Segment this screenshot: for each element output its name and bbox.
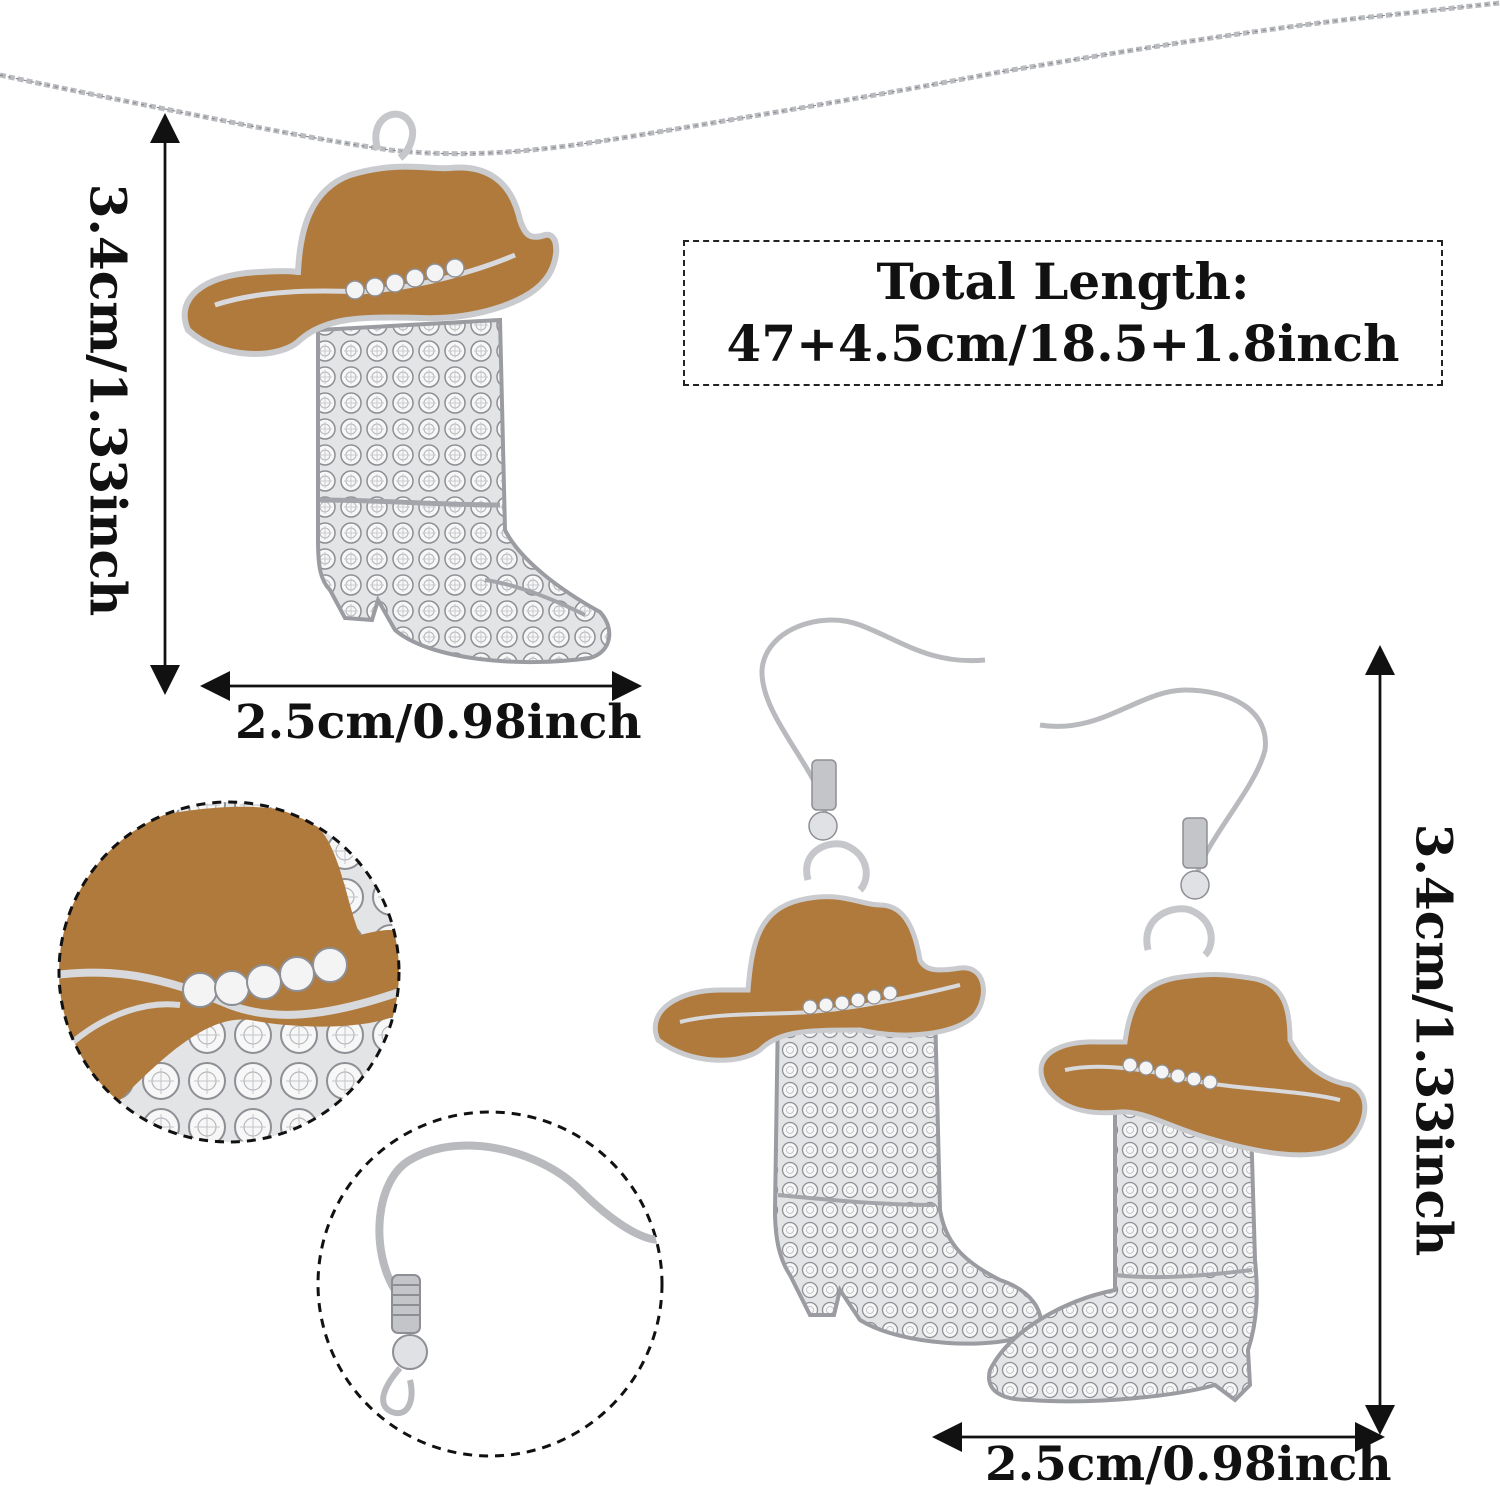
cowboy-hat-icon — [181, 163, 560, 357]
pendant-width-label: 2.5cm/0.98inch — [235, 695, 642, 750]
total-length-title: Total Length: — [876, 252, 1250, 311]
pendant-height-label: 3.4cm/1.33inch — [78, 183, 138, 617]
total-length-value: 47+4.5cm/18.5+1.8inch — [726, 314, 1400, 373]
ear-hook-detail-zoom — [316, 1110, 664, 1458]
earring-width-label: 2.5cm/0.98inch — [985, 1437, 1392, 1492]
cowboy-boot-pendant-icon — [181, 110, 612, 665]
hat-band-rhinestones — [345, 258, 465, 300]
earring-right-icon — [987, 687, 1368, 1404]
cowboy-hat-icon — [1038, 972, 1368, 1158]
earring-left-icon — [652, 617, 1043, 1346]
total-length-box: Total Length: 47+4.5cm/18.5+1.8inch — [683, 240, 1443, 386]
necklace-chain — [0, 0, 1500, 157]
ear-hook-icon — [375, 1141, 661, 1417]
cowboy-hat-icon — [652, 894, 986, 1063]
earring-height-label: 3.4cm/1.33inch — [1404, 823, 1464, 1257]
hat-detail-zoom — [57, 800, 401, 1144]
